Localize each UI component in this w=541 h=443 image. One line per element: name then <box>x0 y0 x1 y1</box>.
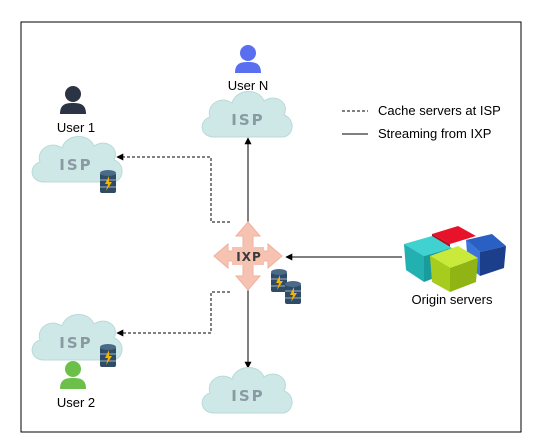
isp-label-top: ISP <box>231 111 264 129</box>
origin-servers-icon <box>404 226 506 292</box>
legend-cache-label: Cache servers at ISP <box>378 103 501 118</box>
ixp-database-icon-2 <box>284 280 302 305</box>
cache-arrow-user2 <box>116 291 230 337</box>
legend: Cache servers at ISP Streaming from IXP <box>342 103 501 141</box>
connectors <box>116 137 402 369</box>
ixp-label: IXP <box>236 250 262 264</box>
legend-stream-label: Streaming from IXP <box>378 126 491 141</box>
user-n-icon <box>235 45 261 73</box>
isp-label-user2: ISP <box>59 334 92 352</box>
frame-border <box>20 21 522 433</box>
isp-label-user1: ISP <box>59 156 92 174</box>
user-n-label: User N <box>228 78 268 93</box>
origin-servers-label: Origin servers <box>412 292 493 307</box>
cache-arrow-user1 <box>116 153 230 223</box>
ixp-database-icon-1 <box>270 268 288 293</box>
cache-database-icon-user1 <box>99 169 117 194</box>
cache-database-icon-user2 <box>99 343 117 368</box>
isp-label-bottom: ISP <box>231 387 264 405</box>
user-2-icon <box>60 361 86 389</box>
ixp-node <box>213 221 283 291</box>
user-1-label: User 1 <box>57 120 95 135</box>
user-1-icon <box>60 86 86 114</box>
user-2-label: User 2 <box>57 395 95 410</box>
